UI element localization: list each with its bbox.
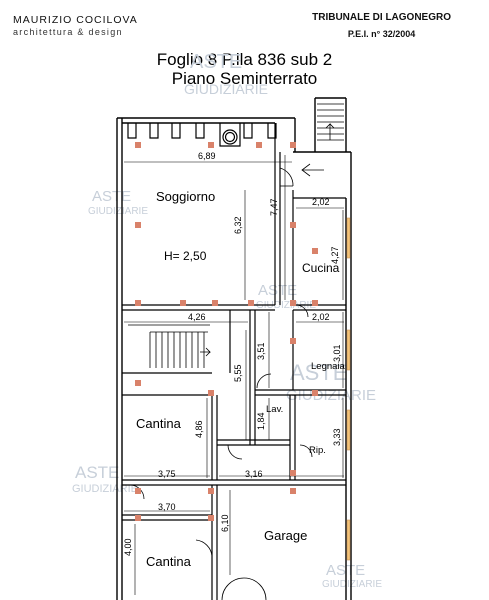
court-name: TRIBUNALE DI LAGONEGRO	[312, 12, 451, 23]
watermark-top: ASTE	[190, 51, 242, 73]
dim-426: 4,26	[188, 312, 206, 322]
outer-walls	[116, 97, 352, 600]
dim-202-top: 2,02	[312, 197, 330, 207]
dim-184: 1,84	[256, 412, 266, 430]
architect-name: MAURIZIO COCILOVA	[13, 14, 138, 26]
watermark-mid: ASTE	[258, 282, 297, 299]
watermark-top-sub: GIUDIZIARIE	[184, 81, 268, 97]
dimension-lines	[124, 155, 344, 595]
top-niches	[127, 123, 277, 147]
dim-301: 3,01	[332, 344, 342, 362]
room-soggiorno: Soggiorno	[156, 189, 215, 204]
room-cantina-1: Cantina	[136, 416, 182, 431]
dimension-labels: 6,89 6,32 7,47 2,02 4,27 4,26 2,02 3,51 …	[123, 151, 342, 556]
plan-title-line2: Piano Seminterrato	[171, 69, 318, 88]
dim-375: 3,75	[158, 469, 176, 479]
room-rip: Rip.	[309, 445, 326, 456]
watermarks: ASTE GIUDIZIARIE ASTE GIUDIZIARIE ASTE G…	[72, 51, 382, 590]
dim-351: 3,51	[256, 342, 266, 360]
dim-370: 3,70	[158, 502, 176, 512]
dim-486: 4,86	[194, 420, 204, 438]
dim-555: 5,55	[233, 364, 243, 382]
plan-title-line1: Foglio 8 P.lla 836 sub 2	[156, 50, 333, 69]
interior-walls	[122, 123, 346, 600]
dim-689: 6,89	[198, 151, 216, 161]
interior-stair	[128, 324, 211, 368]
room-height: H= 2,50	[164, 249, 207, 263]
dim-632: 6,32	[233, 216, 243, 234]
watermark-low: ASTE	[75, 463, 119, 482]
dim-610: 6,10	[220, 514, 230, 532]
room-legnaia: Legnaia	[311, 361, 346, 372]
room-lav: Lav.	[266, 404, 283, 415]
room-garage: Garage	[264, 528, 307, 543]
watermark-bottom-sub: GIUDIZIARIE	[322, 579, 382, 590]
plan-title: Foglio 8 P.lla 836 sub 2 Piano Seminterr…	[0, 50, 489, 88]
dim-427: 4,27	[330, 246, 340, 264]
watermark-mid-sub: GIUDIZIARIE	[256, 300, 316, 311]
watermark-right: ASTE	[290, 360, 347, 385]
dim-202-mid: 2,02	[312, 312, 330, 322]
case-number: P.E.I. n° 32/2004	[347, 29, 416, 39]
architect-block: MAURIZIO COCILOVA architettura & design	[13, 14, 138, 37]
architect-subtitle: architettura & design	[13, 27, 123, 37]
room-cucina: Cucina	[302, 261, 340, 275]
watermark-left-sub: GIUDIZIARIE	[88, 206, 148, 217]
watermark-left: ASTE	[92, 188, 131, 205]
dim-747: 7,47	[269, 198, 279, 216]
windows	[346, 217, 351, 561]
corner-markers	[135, 142, 318, 521]
court-block: TRIBUNALE DI LAGONEGRO P.E.I. n° 32/2004	[312, 12, 451, 39]
room-labels: Soggiorno H= 2,50 Cucina Legnaia Lav. Ri…	[136, 189, 346, 569]
room-cantina-2: Cantina	[146, 554, 192, 569]
exterior-stair	[317, 103, 344, 141]
dim-400: 4,00	[123, 538, 133, 556]
dim-333: 3,33	[332, 428, 342, 446]
dim-316: 3,16	[245, 469, 263, 479]
